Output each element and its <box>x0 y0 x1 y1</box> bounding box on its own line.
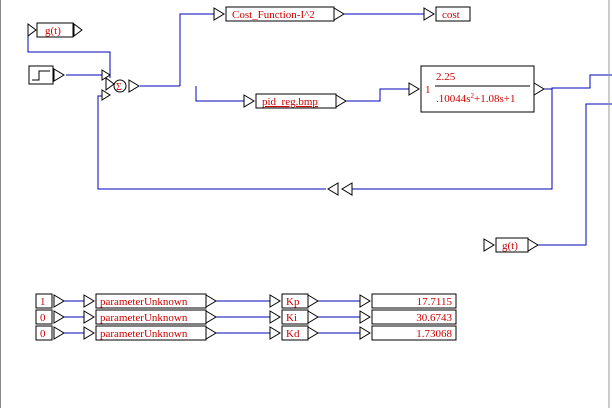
triangle-port-icon <box>83 310 95 324</box>
sum-symbol: Σ <box>116 82 122 93</box>
param-value-box <box>371 325 457 341</box>
triangle-port-icon <box>333 7 345 21</box>
param-value: 1.73068 <box>416 328 452 340</box>
triangle-port-icon <box>307 310 319 324</box>
wires <box>27 13 612 334</box>
gt-top-box <box>36 22 74 38</box>
parameter-row-kp[interactable]: 1 parameterUnknown Kp 17.7115 <box>35 293 457 309</box>
param-value: 30.6743 <box>416 312 452 324</box>
feedback-gain[interactable] <box>327 182 353 196</box>
triangle-port-icon <box>307 326 319 340</box>
param-input-value: 0 <box>40 328 46 340</box>
param-unknown-label: parameterUnknown <box>100 312 188 324</box>
gt-bottom-label: g(t) <box>502 240 518 252</box>
cost-box <box>435 6 471 22</box>
triangle-port-icon <box>205 326 217 340</box>
triangle-port-icon <box>205 294 217 308</box>
param-value-box <box>371 293 457 309</box>
param-unknown-label: parameterUnknown <box>100 328 188 340</box>
tf-den-b: +1.08s+1 <box>474 93 515 105</box>
param-unknown-label: parameterUnknown <box>100 296 188 308</box>
triangle-port-icon <box>128 79 140 93</box>
triangle-port-icon <box>307 294 319 308</box>
tf-den-exp: 2 <box>471 92 475 100</box>
triangle-port-icon <box>73 23 83 37</box>
pid-label: pid_reg.bmp <box>262 96 318 108</box>
cost-function-block[interactable]: Cost_Function-I^2 <box>213 6 345 22</box>
triangle-port-icon <box>408 82 420 96</box>
gt-source-top[interactable]: g(t) <box>27 22 83 38</box>
wire-feedback <box>352 89 553 190</box>
wire-gt-bottom <box>538 103 612 246</box>
wire-gt-to-sum <box>27 30 111 78</box>
triangle-port-icon <box>359 294 371 308</box>
step-source[interactable] <box>28 65 65 85</box>
triangle-port-icon <box>533 82 545 96</box>
gt-source-bottom[interactable]: g(t) <box>483 237 539 253</box>
wire-to-cost-function <box>179 13 214 86</box>
triangle-port-icon <box>83 294 95 308</box>
transfer-function-block[interactable]: 1 2.25 .10044s2+1.08s+1 <box>408 65 545 113</box>
triangle-port-icon <box>105 77 115 91</box>
triangle-port-icon <box>101 89 111 101</box>
triangle-port-icon <box>27 23 37 37</box>
parameter-row-ki[interactable]: 0 parameterUnknown Ki 30.6743 <box>35 309 457 325</box>
triangle-port-icon <box>269 326 281 340</box>
tf-den-a: .10044s <box>436 93 471 105</box>
triangle-port-icon <box>53 68 65 82</box>
step-box <box>28 65 54 85</box>
triangle-port-icon <box>341 182 353 196</box>
triangle-port-icon <box>53 310 65 324</box>
param-input-box <box>35 325 53 341</box>
triangle-port-icon <box>423 7 435 21</box>
wire-feedback-return <box>97 95 326 190</box>
triangle-port-icon <box>269 310 281 324</box>
summing-junction[interactable]: Σ <box>101 69 140 101</box>
param-name: Kd <box>286 328 300 340</box>
triangle-port-icon <box>83 326 95 340</box>
triangle-port-icon <box>53 294 65 308</box>
param-name: Ki <box>286 312 297 324</box>
wire-to-pid <box>195 86 244 102</box>
param-input-box <box>35 309 53 325</box>
parameter-row-kd[interactable]: 0 parameterUnknown Kd 1.73068 <box>35 325 457 341</box>
param-name: Kp <box>286 296 300 308</box>
triangle-port-icon <box>205 310 217 324</box>
tf-numerator: 2.25 <box>436 71 456 83</box>
pid-regulator-block[interactable]: pid_reg.bmp <box>243 93 347 109</box>
tf-gain: 1 <box>425 84 431 96</box>
triangle-port-icon <box>53 326 65 340</box>
triangle-port-icon <box>527 238 539 252</box>
gt-top-label: g(t) <box>45 25 61 37</box>
triangle-port-icon <box>269 294 281 308</box>
triangle-port-icon <box>483 238 495 252</box>
param-value: 17.7115 <box>417 296 453 308</box>
param-input-value: 1 <box>40 296 46 308</box>
triangle-port-icon <box>359 326 371 340</box>
param-input-value: 0 <box>40 312 46 324</box>
step-source-icon <box>32 70 50 81</box>
summing-junction-icon <box>113 79 127 93</box>
triangle-port-icon <box>243 94 255 108</box>
wire-tf-out <box>544 74 612 90</box>
param-value-box <box>371 309 457 325</box>
triangle-port-icon <box>335 94 347 108</box>
tf-denominator: .10044s2+1.08s+1 <box>436 92 515 105</box>
triangle-port-icon <box>327 182 339 196</box>
param-input-box <box>35 293 53 309</box>
cost-sink[interactable]: cost <box>423 6 471 22</box>
cost-label: cost <box>442 9 460 21</box>
triangle-port-icon <box>359 310 371 324</box>
cost-function-label: Cost_Function-I^2 <box>232 9 315 21</box>
triangle-port-icon <box>213 7 225 21</box>
tf-box <box>420 65 535 113</box>
wire-pid-to-tf <box>346 88 409 102</box>
